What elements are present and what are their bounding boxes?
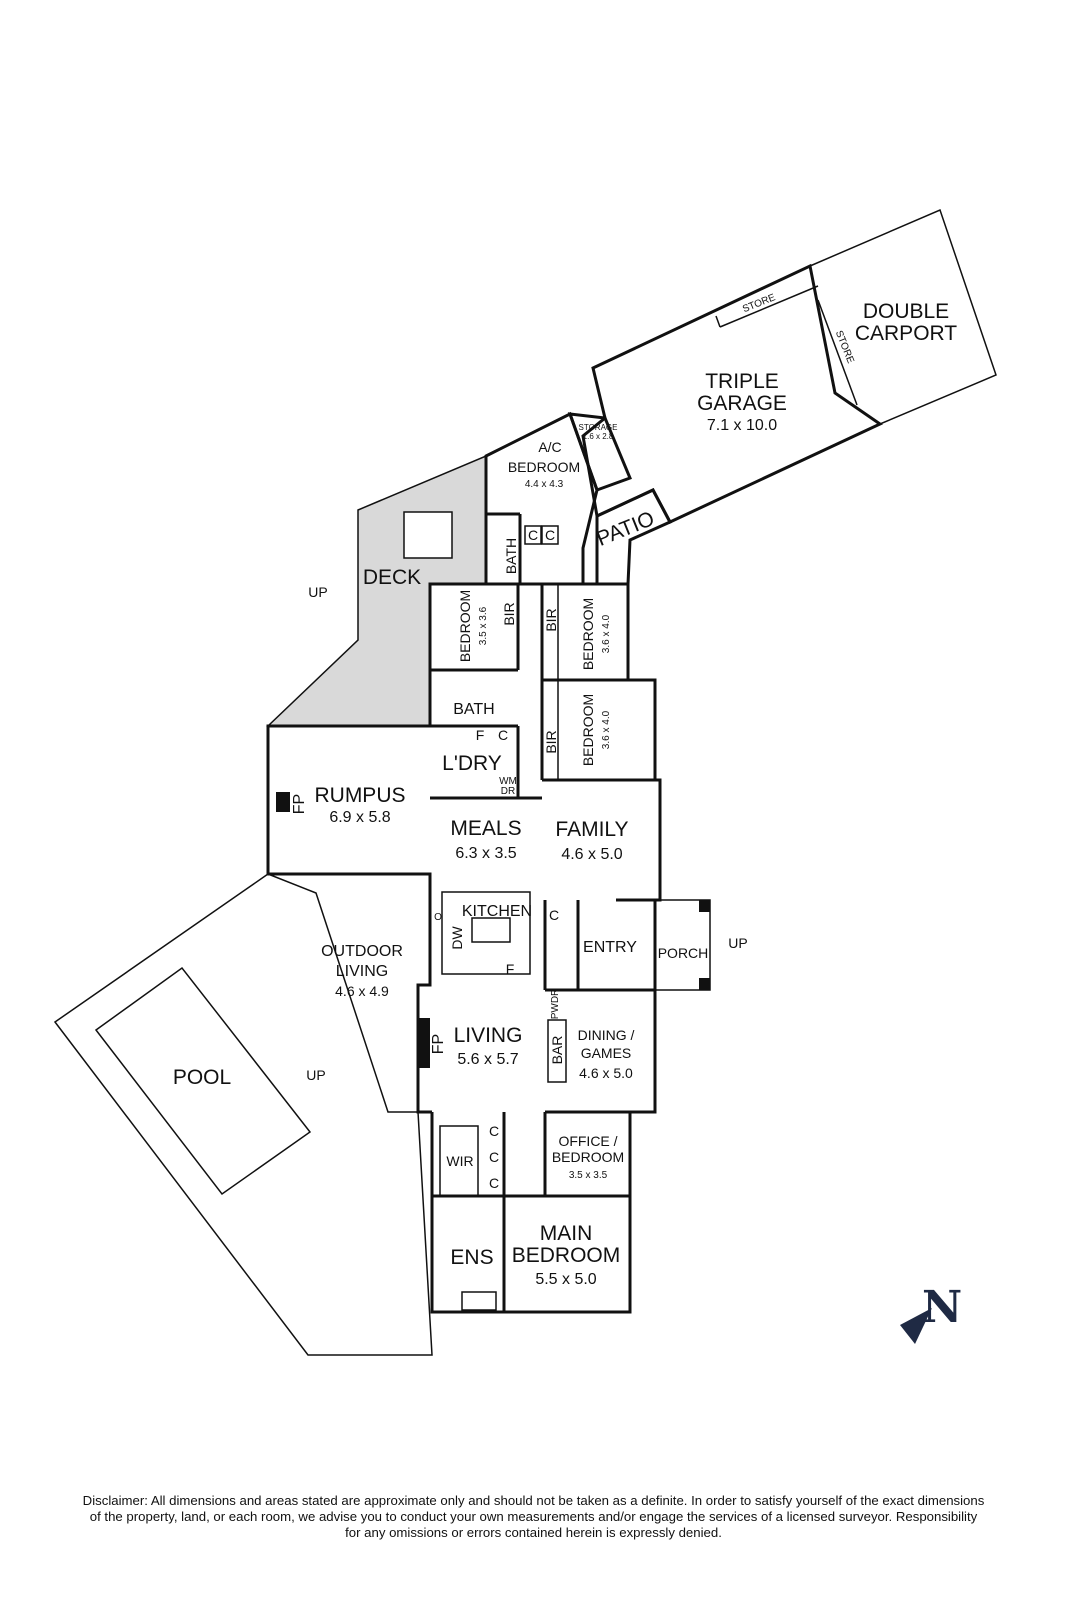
disclaimer-line-3: for any omissions or errors contained he…: [345, 1525, 722, 1540]
dining-dims: 4.6 x 5.0: [579, 1065, 633, 1081]
dr-label: DR: [501, 786, 515, 797]
family-label: FAMILY: [555, 818, 628, 841]
garage-label-1: TRIPLE: [705, 370, 779, 393]
living-fp-label: FP: [430, 1034, 447, 1054]
wir-cupboard-3: C: [489, 1175, 499, 1191]
kitchen-label: KITCHEN: [462, 903, 532, 920]
main-bedroom-label-1: MAIN: [540, 1222, 593, 1245]
kitchen-island: [471, 917, 511, 943]
bar-label: BAR: [549, 1036, 565, 1065]
ac-label: A/C: [538, 439, 561, 455]
disclaimer-line-1: Disclaimer: All dimensions and areas sta…: [82, 1493, 985, 1508]
wir-cupboard-2: C: [489, 1149, 499, 1165]
wir-cupboard-1: C: [489, 1123, 499, 1139]
outdoor-living-dims: 4.6 x 4.9: [335, 983, 389, 999]
bath-label: BATH: [453, 701, 494, 718]
bedroom-ne-label: BEDROOM: [580, 598, 596, 670]
laundry-cupboard-label: C: [498, 727, 508, 743]
dw-label: DW: [449, 926, 465, 950]
bedroom-ne-dims: 3.6 x 4.0: [601, 614, 612, 653]
rumpus-fp-label: FP: [291, 794, 308, 814]
pool-surround: [53, 873, 433, 1356]
bir-label-1: BIR: [501, 602, 517, 625]
porch-label: PORCH: [658, 945, 709, 961]
porch-up-label: UP: [728, 935, 747, 951]
small-cupboard-2: [541, 525, 559, 545]
carport-label-1: DOUBLE: [863, 300, 949, 323]
meals-label: MEALS: [450, 817, 521, 840]
office-label-1: OFFICE /: [558, 1133, 617, 1149]
kitchen-cupboard-label: C: [549, 907, 559, 923]
wir-label: WIR: [446, 1153, 473, 1169]
kitchen-fridge-label: F: [506, 961, 515, 977]
garage-dims: 7.1 x 10.0: [707, 417, 777, 434]
disclaimer: Disclaimer: All dimensions and areas sta…: [12, 1493, 1055, 1541]
dining-label-2: GAMES: [581, 1045, 632, 1061]
bedroom-e-dims: 3.6 x 4.0: [601, 710, 612, 749]
cupboard-top-1: C: [528, 527, 538, 543]
bar-counter: [547, 1019, 567, 1083]
bedroom-w-dims: 3.5 x 3.6: [478, 606, 489, 645]
family-dims: 4.6 x 5.0: [561, 846, 622, 863]
rumpus-label: RUMPUS: [314, 784, 405, 807]
compass-arrow: [900, 1308, 932, 1344]
storage-dims: 1.6 x 2.8: [583, 432, 614, 441]
small-cupboard-1: [524, 525, 542, 545]
bir-label-3: BIR: [543, 730, 559, 753]
entry-label: ENTRY: [583, 939, 637, 956]
bedroom-top-label: BEDROOM: [508, 459, 580, 475]
cupboard-top-2: C: [545, 527, 555, 543]
dining-label-1: DINING /: [578, 1027, 635, 1043]
bir-label-2: BIR: [543, 608, 559, 631]
deck-up-label: UP: [308, 584, 327, 600]
bedroom-top-dims: 4.4 x 4.3: [525, 479, 564, 490]
pool: [94, 966, 312, 1196]
main-bedroom-label-2: BEDROOM: [512, 1244, 621, 1267]
rumpus-dims: 6.9 x 5.8: [329, 809, 390, 826]
outdoor-living-label-1: OUTDOOR: [321, 943, 403, 960]
office-dims: 3.5 x 3.5: [569, 1170, 608, 1181]
living-label: LIVING: [454, 1024, 523, 1047]
garage-label-2: GARAGE: [697, 392, 787, 415]
ens-label: ENS: [450, 1246, 493, 1269]
bedroom-w-label: BEDROOM: [457, 590, 473, 662]
disclaimer-line-2: of the property, land, or each room, we …: [89, 1509, 978, 1524]
meals-dims: 6.3 x 3.5: [455, 845, 516, 862]
bedroom-e-label: BEDROOM: [580, 694, 596, 766]
living-dims: 5.6 x 5.7: [457, 1051, 518, 1068]
bath-small-label: BATH: [503, 538, 519, 574]
fireplace-rumpus: [276, 792, 290, 812]
deck-label: DECK: [363, 566, 421, 589]
kitchen-counter: [441, 891, 531, 975]
pwdr-label: PWDR: [550, 989, 561, 1020]
carport-label-2: CARPORT: [855, 322, 957, 345]
pool-label: POOL: [173, 1066, 231, 1089]
main-bedroom-dims: 5.5 x 5.0: [535, 1271, 596, 1288]
laundry-label: L'DRY: [442, 752, 502, 775]
pool-up-label: UP: [306, 1067, 325, 1083]
compass-letter: N: [922, 1282, 962, 1333]
ensuite-bath: [461, 1291, 497, 1311]
deck-feature: [403, 511, 453, 559]
laundry-fridge-label: F: [476, 727, 485, 743]
office-label-2: BEDROOM: [552, 1149, 624, 1165]
wm-label: WM: [499, 776, 517, 787]
fireplace-living: [418, 1018, 430, 1068]
oven-label: O: [434, 912, 442, 923]
outdoor-living-label-2: LIVING: [336, 963, 388, 980]
house-wall-north: [428, 582, 662, 1314]
storage-label: STORAGE: [579, 423, 618, 432]
deck-area: [266, 454, 487, 727]
